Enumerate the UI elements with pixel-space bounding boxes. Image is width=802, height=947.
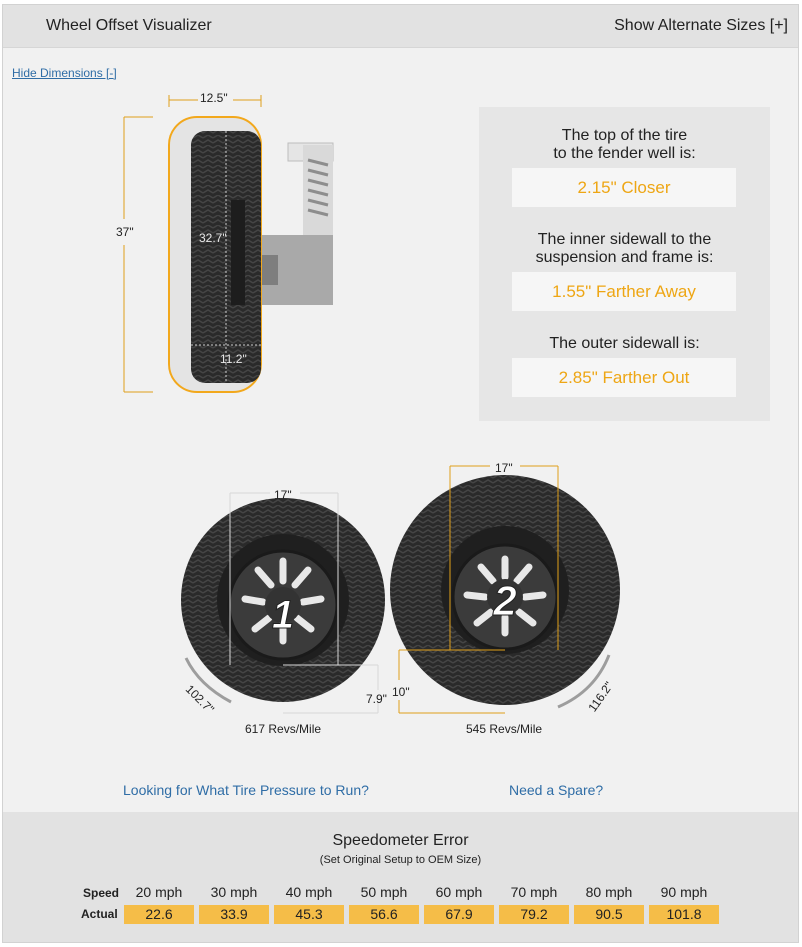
inner-clearance-value: 1.55" Farther Away <box>512 272 736 311</box>
top-clearance-label-1: The top of the tire <box>561 127 688 144</box>
tire-2-image <box>390 475 620 705</box>
hide-dimensions-link[interactable]: Hide Dimensions [-] <box>12 66 117 80</box>
tire-1-image <box>181 498 385 702</box>
tire-2-rim-label: 17" <box>495 461 513 475</box>
tire-1-circumference-arc <box>184 657 232 704</box>
header-bar: Wheel Offset Visualizer Show Alternate S… <box>3 5 798 48</box>
inner-clearance-label-2: suspension and frame is: <box>535 249 714 266</box>
side-wheel-diameter-label: 32.7" <box>199 231 227 245</box>
outer-sidewall-value: 2.85" Farther Out <box>512 358 736 397</box>
tire-1-revs: 617 Revs/Mile <box>245 722 322 736</box>
speed-row-label: Speed <box>83 886 120 900</box>
offset-info-panel: The top of the tire to the fender well i… <box>479 107 770 421</box>
speed-cell: 40 mph <box>285 884 333 900</box>
tire-1-rim-label: 17" <box>274 488 292 502</box>
actual-speed-cell: 45.3 <box>274 905 344 924</box>
tire-2-number: 2 <box>492 577 516 624</box>
tire-1-sidewall-dimension <box>283 664 379 714</box>
actual-speed-cell: 67.9 <box>424 905 494 924</box>
actual-speed-cell: 56.6 <box>349 905 419 924</box>
tire-2-rim-dimension <box>449 465 559 650</box>
tire-1-sidewall-label: 7.9" <box>366 692 387 706</box>
actual-row-label: Actual <box>81 907 118 921</box>
tire-2-revs: 545 Revs/Mile <box>466 722 543 736</box>
speed-cell: 60 mph <box>435 884 483 900</box>
need-spare-link[interactable]: Need a Spare? <box>509 782 604 798</box>
actual-speed-cell: 33.9 <box>199 905 269 924</box>
actual-speed-cell: 79.2 <box>499 905 569 924</box>
speed-cell: 30 mph <box>210 884 258 900</box>
speed-cell: 90 mph <box>660 884 708 900</box>
outer-sidewall-label: The outer sidewall is: <box>549 335 700 352</box>
graphics-layer: 1 2 102.7" 116.2" <box>123 95 620 716</box>
tire-1-number: 1 <box>272 593 294 637</box>
speed-cell: 70 mph <box>510 884 558 900</box>
tire-2-sidewall-label: 10" <box>392 685 410 699</box>
side-sidewall-label: 11.2" <box>220 352 247 366</box>
side-width-label: 12.5" <box>200 91 228 105</box>
top-clearance-value: 2.15" Closer <box>512 168 736 207</box>
speedometer-error-section: Speedometer Error (Set Original Setup to… <box>3 812 798 942</box>
side-height-label: 37" <box>116 225 134 239</box>
app-title: Wheel Offset Visualizer <box>46 17 212 34</box>
tire-2-sidewall-dimension <box>398 649 505 714</box>
actual-speed-cell: 101.8 <box>649 905 719 924</box>
side-height-dimension <box>123 116 153 393</box>
tire-pressure-link[interactable]: Looking for What Tire Pressure to Run? <box>123 782 369 798</box>
speed-cell: 50 mph <box>360 884 408 900</box>
tire-2-circumference-arc <box>557 654 611 709</box>
speed-cell: 80 mph <box>585 884 633 900</box>
actual-speed-cell: 90.5 <box>574 905 644 924</box>
actual-speed-cell: 22.6 <box>124 905 194 924</box>
tire-1-rim-dimension <box>229 492 339 665</box>
side-width-dimension <box>168 95 262 107</box>
top-clearance-label-2: to the fender well is: <box>553 145 696 162</box>
show-alternate-sizes-link[interactable]: Show Alternate Sizes [+] <box>614 17 788 34</box>
speedometer-title: Speedometer Error <box>332 832 469 849</box>
inner-clearance-label-1: The inner sidewall to the <box>537 231 712 248</box>
speedometer-subtitle: (Set Original Setup to OEM Size) <box>319 854 482 866</box>
tire-1-circumference-label: 102.7" <box>183 682 217 716</box>
side-tire <box>168 116 262 393</box>
visualizer-frame: Wheel Offset Visualizer Show Alternate S… <box>2 4 799 943</box>
speed-cell: 20 mph <box>135 884 183 900</box>
